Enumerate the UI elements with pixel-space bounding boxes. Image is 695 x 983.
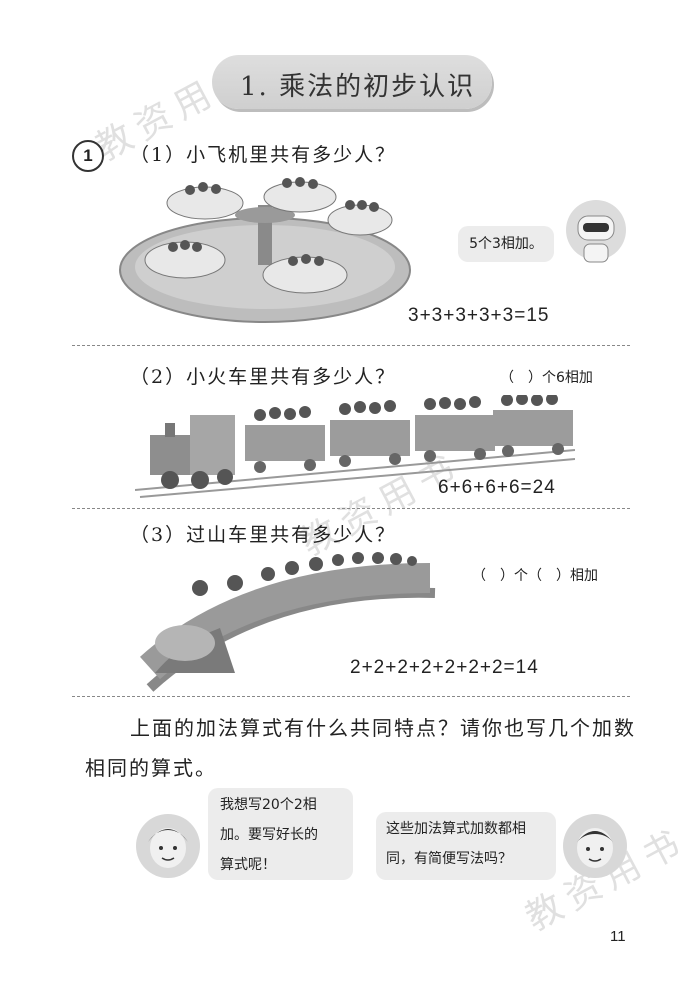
girl-speech-line: 算式呢！ — [220, 857, 276, 873]
hint-2: （ ）个6相加 — [500, 370, 593, 386]
girl-speech-bubble: 我想写20个2相 加。要写好长的 算式呢！ — [208, 788, 353, 880]
summary-line-2: 相同的算式。 — [85, 756, 217, 780]
exercise-number: 1 — [72, 140, 104, 172]
divider — [72, 345, 630, 346]
boy-avatar — [563, 814, 627, 878]
equation-3: 2+2+2+2+2+2+2=14 — [350, 657, 539, 678]
equation-1: 3+3+3+3+3=15 — [408, 305, 550, 326]
airplane-ride-illustration — [119, 177, 411, 323]
robot-speech-bubble: 5个3相加。 — [458, 226, 554, 262]
boy-speech-bubble: 这些加法算式加数都相 同，有简便写法吗？ — [376, 812, 556, 880]
hint-3: （ ）个（ ）相加 — [472, 568, 598, 584]
summary-line-1: 上面的加法算式有什么共同特点？请你也写几个加数 — [130, 716, 636, 740]
equation-2: 6+6+6+6=24 — [438, 477, 556, 498]
boy-speech-line: 这些加法算式加数都相 — [386, 821, 526, 837]
train-illustration — [135, 395, 575, 498]
girl-avatar — [136, 814, 200, 878]
robot-speech-text: 5个3相加。 — [469, 236, 543, 252]
girl-speech-line: 加。要写好长的 — [220, 827, 318, 843]
page-number: 11 — [610, 928, 626, 945]
question-2: （2）小火车里共有多少人？ — [130, 366, 397, 388]
question-3: （3）过山车里共有多少人？ — [130, 524, 397, 546]
roller-coaster-illustration — [140, 552, 436, 692]
title-pill — [212, 55, 492, 109]
question-1: （1）小飞机里共有多少人？ — [130, 144, 397, 166]
robot-icon — [566, 200, 626, 263]
divider — [72, 508, 630, 509]
boy-speech-line: 同，有简便写法吗？ — [386, 851, 512, 867]
page-title: 1. 乘法的初步认识 — [240, 72, 476, 102]
divider — [72, 696, 630, 697]
girl-speech-line: 我想写20个2相 — [220, 797, 317, 813]
